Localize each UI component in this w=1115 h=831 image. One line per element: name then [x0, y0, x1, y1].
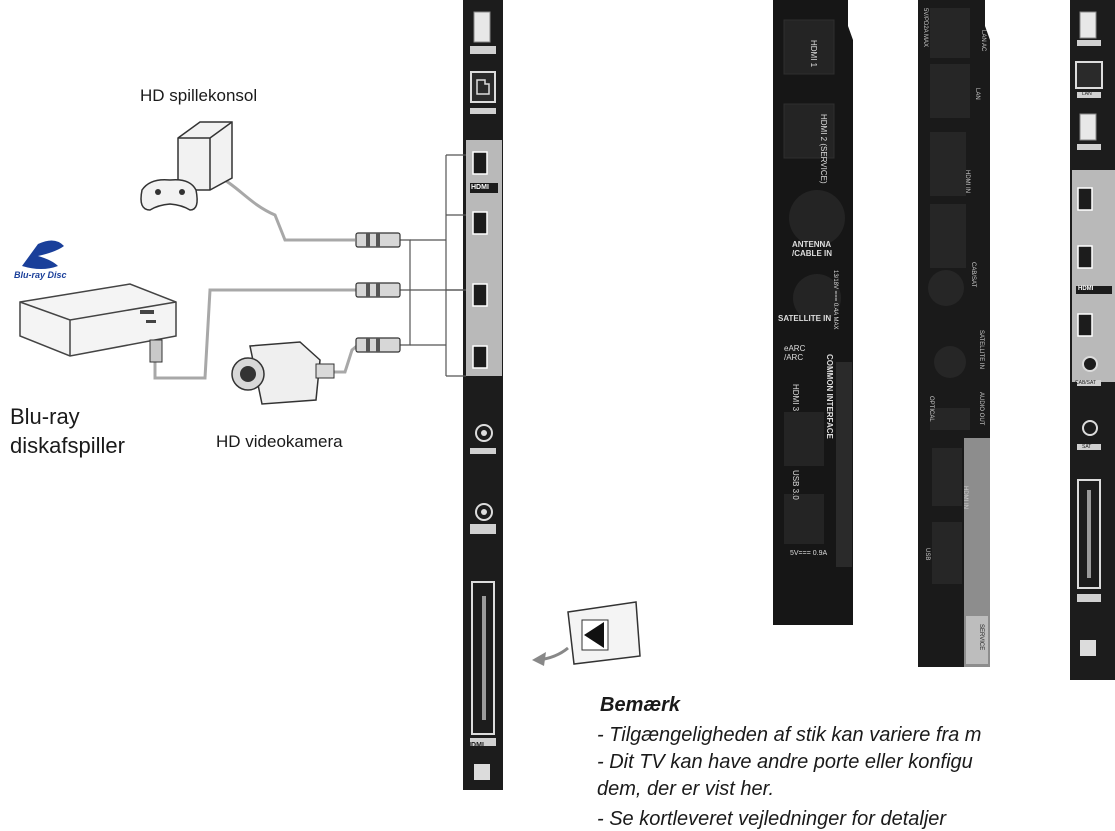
- bluray-player-label-line1: Blu-ray: [10, 404, 80, 429]
- panel-b-optical: OPTICAL: [928, 396, 934, 422]
- note-line-4: - Se kortleveret vejledninger for detalj…: [597, 808, 947, 830]
- panel-c-sat: SAT: [1082, 444, 1092, 450]
- panel-a-satellite: SATELLITE IN: [778, 314, 832, 323]
- insert-arrow-icon: [532, 646, 569, 666]
- ci-card-icon: [567, 601, 641, 665]
- panel-a-hdmi1: HDMI 1: [809, 40, 818, 68]
- panel-b-svp: 5V/PD2A MAX: [922, 8, 928, 48]
- panel-a-hdmi2: HDMI 2 (SERVICE): [819, 114, 828, 184]
- panel-a-earc: eARC /ARC: [784, 344, 806, 362]
- panel-a-power: 5V=== 0.9A: [790, 550, 828, 557]
- tv-panel-c: [1070, 0, 1115, 680]
- bluray-logo-icon: [22, 240, 64, 269]
- panel-c-cab: CAB/SAT: [1075, 380, 1097, 386]
- tv-panel-a: [773, 0, 853, 625]
- tv-panel-left: [463, 0, 503, 790]
- panel-b-satellite-in: SATELLITE IN: [978, 330, 984, 369]
- note-line-2: - Dit TV kan have andre porte eller konf…: [597, 751, 973, 773]
- panel-b-lan: LAN: [974, 88, 980, 100]
- panel-b-hdmi-in2: HDMI IN: [962, 486, 968, 509]
- left-panel-ci-label: HDMI: [466, 742, 484, 749]
- bluray-logo-line2: Disc: [47, 270, 67, 280]
- note-line-1: - Tilgængeligheden af stik kan variere f…: [597, 724, 982, 746]
- bluray-logo-text: Blu-ray Disc: [14, 270, 67, 280]
- panel-b-service: SERVICE: [978, 624, 984, 651]
- panel-a-usb: USB 3.0: [791, 470, 800, 500]
- bluray-player-icon: [19, 283, 177, 363]
- left-panel-hdmi-tag: HDMI: [471, 184, 489, 191]
- camcorder-icon: [231, 341, 335, 405]
- note-line-3: dem, der er vist her.: [597, 778, 775, 800]
- game-console-icon: [140, 121, 233, 211]
- panel-b-audio-out: AUDIO OUT: [978, 392, 984, 426]
- hd-camcorder-label: HD videokamera: [216, 432, 343, 451]
- bluray-logo-line1: Blu-ray: [14, 270, 46, 280]
- panel-b-cab-sat: CAB/SAT: [970, 262, 976, 288]
- panel-a-common-interface: COMMON INTERFACE: [825, 354, 834, 439]
- signal-lines: [400, 239, 466, 346]
- tv-panel-b: [918, 0, 990, 667]
- panel-c-lan: LAN: [1082, 91, 1092, 97]
- note-title: Bemærk: [600, 694, 681, 716]
- panel-b-hdmi-in: HDMI IN: [964, 170, 970, 193]
- panel-a-antenna: ANTENNA /CABLE IN: [792, 240, 832, 258]
- bluray-player-label-line2: diskafspiller: [10, 433, 125, 458]
- panel-b-lan-ac: LAN AC: [980, 30, 986, 52]
- panel-c-hdmi: HDMI: [1078, 286, 1094, 292]
- panel-a-satellite-side: 13/18V === 0.4A MAX: [832, 270, 838, 330]
- hdmi-plugs: [355, 232, 401, 353]
- panel-b-usb: USB: [924, 548, 930, 561]
- panel-a-hdmi3: HDMI 3: [791, 384, 800, 412]
- hd-console-label: HD spillekonsol: [140, 86, 258, 105]
